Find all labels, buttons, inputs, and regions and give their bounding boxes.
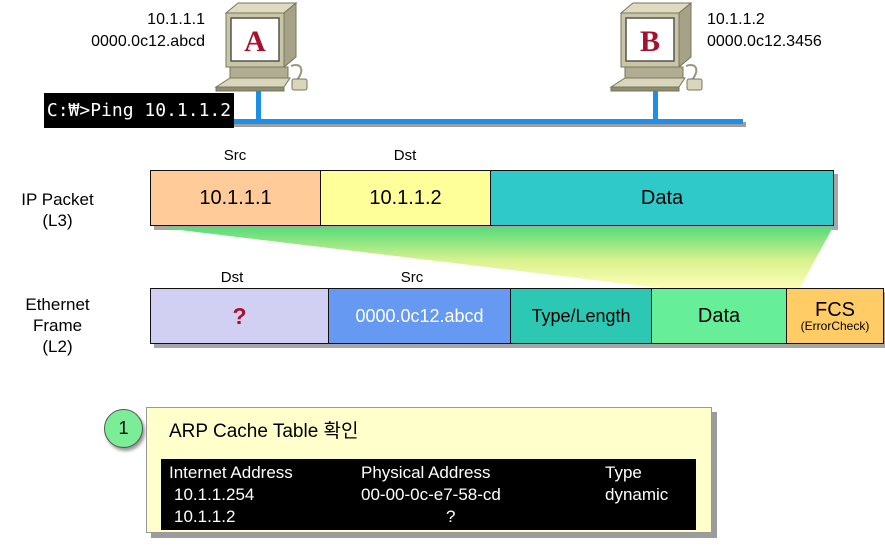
command-prompt-box: C:₩>Ping 10.1.1.2 [44,93,234,128]
host-a-labels: 10.1.1.1 0000.0c12.abcd [60,9,205,53]
computer-a-letter: A [244,25,266,58]
arp-row2-physical-address: ? [446,507,456,526]
step-number: 1 [118,418,129,438]
arp-header-physical-address: Physical Address [361,463,491,482]
computer-b-icon: B [609,1,703,92]
eth-fcs-subtitle: (ErrorCheck) [800,318,870,333]
eth-fcs-title: FCS [815,298,855,321]
arp-row1-type: dynamic [605,485,669,504]
ping-command-text: C:₩>Ping 10.1.1.2 [46,100,232,121]
ip-src-cell: 10.1.1.1 [150,170,321,226]
host-a-mac: 0000.0c12.abcd [91,33,205,50]
eth-dst-field-label: Dst [220,269,244,286]
ip-packet-label-line1: IP Packet [21,190,94,209]
ip-dst-cell: 10.1.1.2 [320,170,491,226]
ethernet-label-line1: Ethernet [25,295,90,314]
arp-panel-title: ARP Cache Table 확인 [169,421,359,442]
ethernet-label-line2: Frame [32,316,83,335]
computer-a-icon: A [214,1,308,92]
host-b-mac: 0000.0c12.3456 [707,33,822,50]
ip-src-field-label: Src [223,147,247,164]
eth-fcs-cell: FCS (ErrorCheck) [786,288,884,344]
ethernet-frame-row: ? 0000.0c12.abcd Type/Length Data FCS (E… [150,288,884,344]
arp-row1-physical-address: 00-00-0c-e7-58-cd [361,485,501,504]
network-cable-a [256,82,261,122]
host-b-ip: 10.1.1.2 [707,11,765,28]
arp-cache-panel: ARP Cache Table 확인 Internet Address Phys… [146,407,712,533]
arp-row2-internet-address: 10.1.1.2 [174,507,236,526]
step-number-badge: 1 [104,409,143,448]
arp-table-header-row: Internet Address Physical Address Type [161,462,696,484]
arp-header-internet-address: Internet Address [169,463,293,482]
eth-src-field-label: Src [400,269,424,286]
host-a-ip: 10.1.1.1 [147,11,205,28]
eth-data-cell: Data [651,288,787,344]
network-bus-line [230,119,743,124]
eth-dst-cell: ? [150,288,329,344]
host-b-labels: 10.1.1.2 0000.0c12.3456 [707,9,867,53]
eth-type-length-cell: Type/Length [510,288,652,344]
computer-b-letter: B [640,25,660,58]
arp-header-type: Type [605,463,642,482]
ip-packet-side-label: IP Packet (L3) [0,189,115,231]
ip-packet-row: 10.1.1.1 10.1.1.2 Data [150,170,834,226]
arp-console: Internet Address Physical Address Type 1… [161,459,696,530]
arp-table-row: 10.1.1.254 00-00-0c-e7-58-cd dynamic [161,484,696,506]
ethernet-frame-side-label: Ethernet Frame (L2) [0,294,115,357]
ethernet-label-line3: (L2) [42,337,73,356]
network-cable-b [653,82,658,122]
eth-src-cell: 0000.0c12.abcd [328,288,511,344]
ip-packet-label-line2: (L3) [42,211,73,230]
arp-row2-type [605,506,696,528]
ip-dst-field-label: Dst [393,147,417,164]
arp-row1-internet-address: 10.1.1.254 [174,485,255,504]
ip-data-cell: Data [490,170,834,226]
arp-table-row: 10.1.1.2 ? [161,506,696,528]
